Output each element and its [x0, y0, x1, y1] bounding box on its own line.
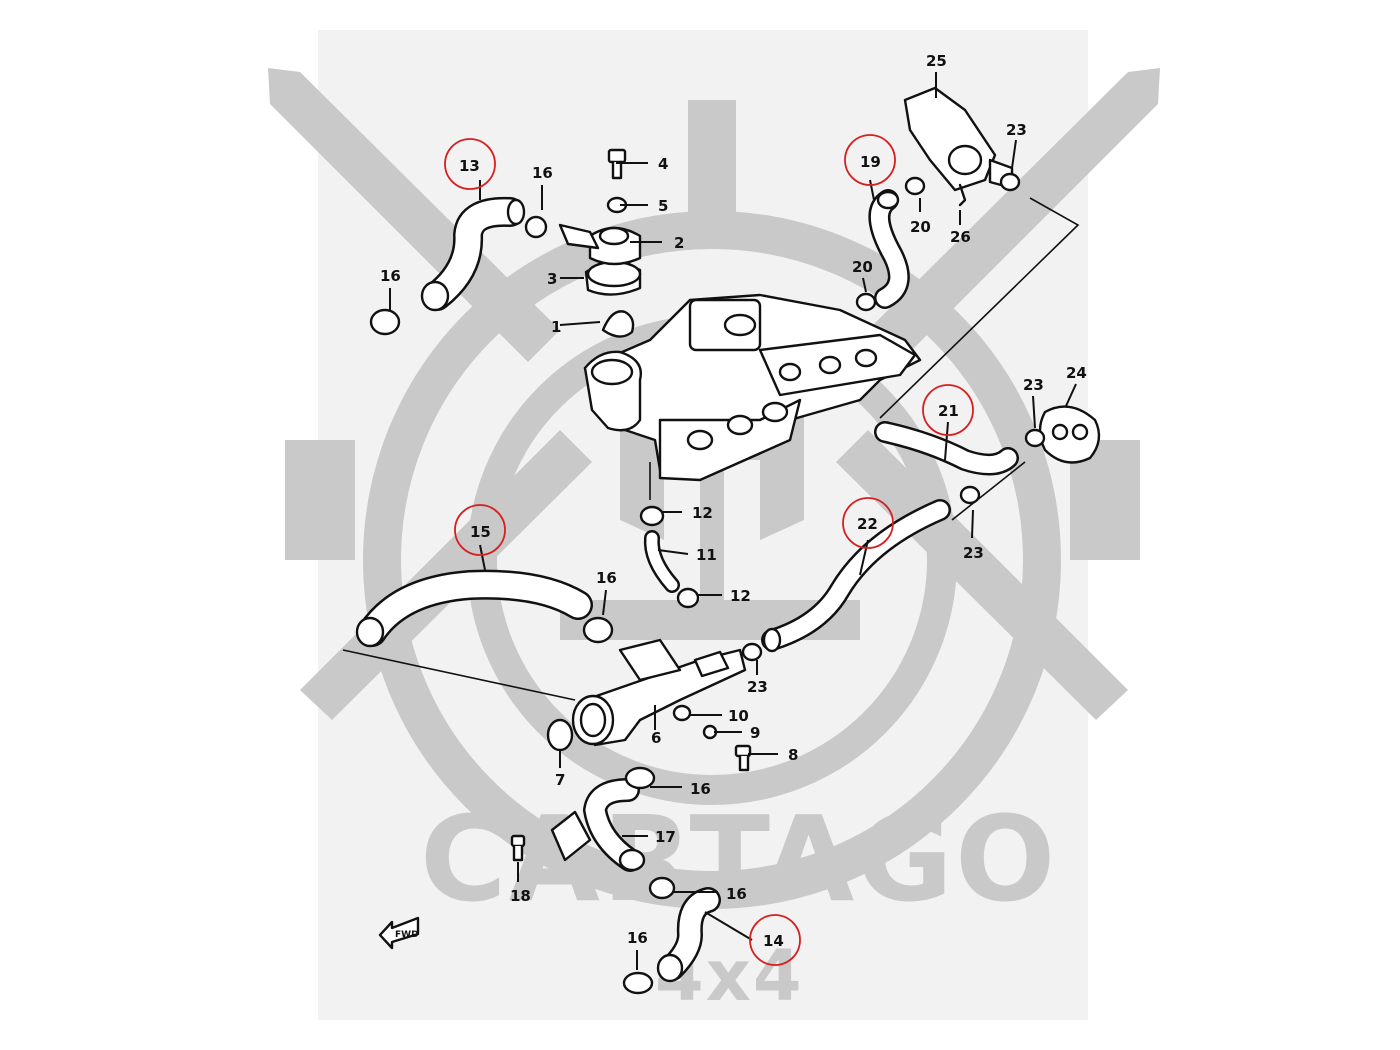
part-label-10: 10 — [728, 707, 749, 725]
part-label-18: 18 — [510, 887, 531, 905]
part-label-24: 24 — [1066, 364, 1087, 382]
part-label-2: 2 — [674, 234, 684, 252]
bypass-hose-11 — [643, 530, 680, 593]
watermark-text: CARTAGO — [420, 790, 1057, 928]
gasket-7 — [546, 718, 574, 752]
heater-hose-21 — [874, 421, 1019, 476]
part-label-13: 13 — [459, 157, 480, 175]
part-label-16-e: 16 — [726, 885, 747, 903]
highlight-ring-15 — [454, 504, 506, 556]
part-label-8: 8 — [788, 746, 798, 764]
part-label-17: 17 — [655, 828, 676, 846]
part-label-16-b: 16 — [380, 267, 401, 285]
part-label-26: 26 — [950, 228, 971, 246]
part-labels: 1 2 3 4 5 6 7 8 9 10 11 12 12 13 14 15 1… — [380, 52, 1087, 950]
cartago-watermark-logo: CARTAGO 4x4 — [268, 68, 1160, 1017]
part-label-22: 22 — [857, 515, 878, 533]
part-label-1: 1 — [551, 318, 561, 336]
highlight-circles — [444, 134, 974, 966]
part-label-25: 25 — [926, 52, 947, 70]
fwd-label: FWD — [395, 930, 419, 940]
part-label-15: 15 — [470, 523, 491, 541]
water-outlet-housing-25 — [903, 86, 1014, 192]
thermostat-group — [558, 148, 642, 338]
part-label-20-lower: 20 — [852, 258, 873, 276]
highlight-ring-13 — [444, 138, 496, 190]
hose-clamps — [369, 172, 1046, 995]
part-label-23-b: 23 — [1023, 376, 1044, 394]
part-label-20-upper: 20 — [910, 218, 931, 236]
part-label-11: 11 — [696, 546, 717, 564]
part-label-4: 4 — [658, 155, 668, 173]
part-label-7: 7 — [555, 771, 565, 789]
part-label-3: 3 — [547, 270, 557, 288]
leader-lines — [389, 72, 1077, 970]
part-label-12-upper: 12 — [692, 504, 713, 522]
heater-hose-19 — [868, 189, 910, 309]
part-label-5: 5 — [658, 197, 668, 215]
highlight-ring-22 — [842, 497, 894, 549]
intake-manifold — [583, 293, 922, 482]
assembly-guide-lines — [342, 197, 1080, 701]
forward-direction-arrow: FWD — [378, 916, 420, 950]
part-label-23-c: 23 — [963, 544, 984, 562]
part-label-19: 19 — [860, 153, 881, 171]
water-inlet-pipe-6 — [571, 638, 747, 747]
highlight-ring-14 — [749, 914, 801, 966]
part-label-16-c: 16 — [596, 569, 617, 587]
part-label-6: 6 — [651, 729, 661, 747]
grommet-24 — [1038, 405, 1101, 464]
hose-14 — [656, 887, 721, 983]
pipe-17 — [550, 778, 646, 872]
heater-hose-22 — [761, 499, 951, 653]
highlight-ring-21 — [922, 384, 974, 436]
part-label-16-a: 16 — [532, 164, 553, 182]
radiator-lower-hose-15 — [355, 569, 593, 648]
highlight-ring-19 — [844, 134, 896, 186]
part-label-23-a: 23 — [1006, 121, 1027, 139]
part-label-16-f: 16 — [627, 929, 648, 947]
part-label-12-lower: 12 — [730, 587, 751, 605]
part-label-21: 21 — [938, 402, 959, 420]
part-label-23-d: 23 — [747, 678, 768, 696]
part-label-9: 9 — [750, 724, 760, 742]
radiator-upper-hose-13 — [420, 196, 526, 312]
part-label-16-d: 16 — [690, 780, 711, 798]
part-label-14: 14 — [763, 932, 784, 950]
